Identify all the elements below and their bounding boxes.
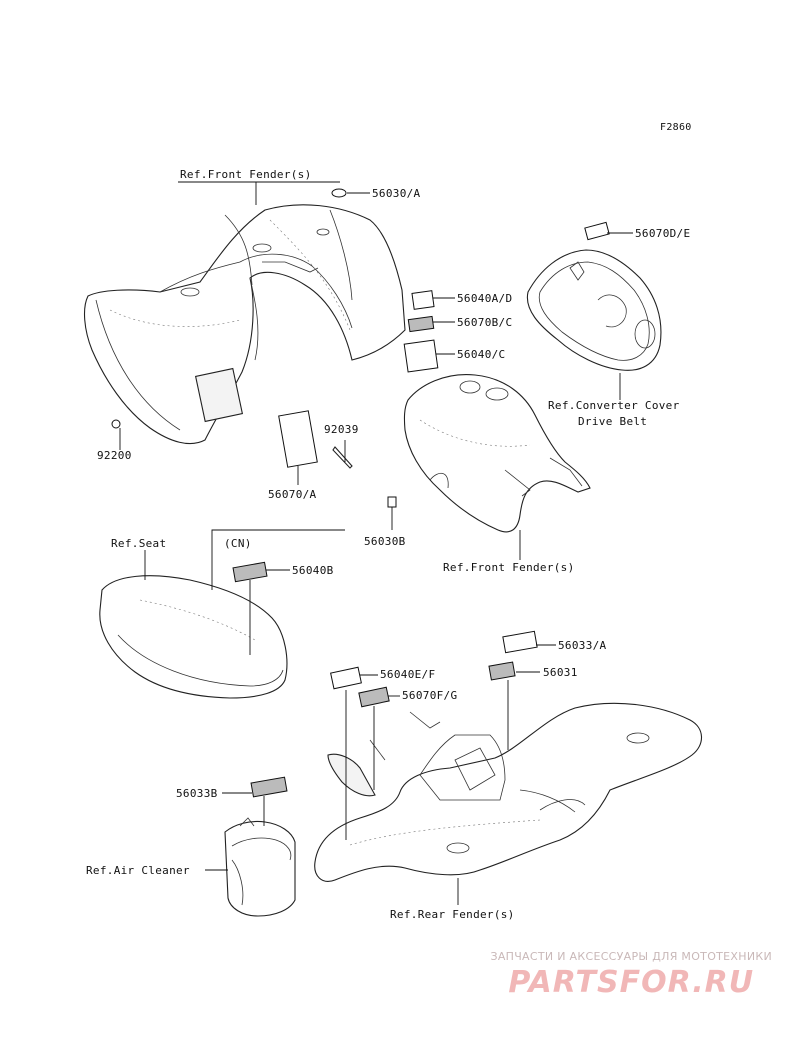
rear-fender-drawing [314,702,703,882]
leader-lines [119,181,633,905]
screw-92039 [332,446,353,469]
label-ref-front-fender-mid: Ref.Front Fender(s) [443,561,575,574]
air-cleaner-drawing [224,817,296,917]
label-56033a: 56033/A [558,639,607,652]
front-fender-mid-drawing [403,374,591,533]
decal-56070de [584,221,610,241]
seat-drawing [99,575,288,699]
watermark-brand: PARTSFOR.RU [508,965,755,1000]
decal-56033b [250,776,288,798]
label-56040ef: 56040E/F [380,668,435,681]
decal-56040ef [330,666,362,690]
label-ref-seat: Ref.Seat [111,537,166,550]
label-56040b: 56040B [292,564,334,577]
decal-56031 [488,661,516,681]
decal-56040ad [411,290,435,310]
label-56033b: 56033B [176,787,218,800]
part-labels: Ref.Front Fender(s) 56030/A 56070D/E 560… [86,168,690,921]
label-56031: 56031 [543,666,578,679]
converter-cover-drawing [526,249,662,371]
front-fender-top-drawing [83,204,406,445]
decal-56040c [403,339,439,373]
figure-code: F2860 [660,122,692,133]
label-ref-rear-fender: Ref.Rear Fender(s) [390,908,515,921]
label-56070de: 56070D/E [635,227,690,240]
label-56030b: 56030B [364,535,406,548]
label-56070a: 56070/A [268,488,317,501]
label-cn: (CN) [224,537,252,550]
grommet-56030a [331,188,347,198]
decal-56070a [278,410,318,468]
decal-56040b [232,561,268,583]
watermark: ЗАПЧАСТИ И АКСЕССУАРЫ ДЛЯ МОТОТЕХНИКИ PA… [490,950,772,1000]
label-56070bc: 56070B/C [457,316,512,329]
label-56070fg: 56070F/G [402,689,457,702]
clip-92200 [111,419,121,429]
decal-56070fg [358,686,390,708]
label-ref-converter-cover: Ref.Converter Cover [548,399,680,412]
tab-56030b [387,496,397,508]
label-56030a: 56030/A [372,187,421,200]
label-56040c: 56040/C [457,348,505,361]
label-92200: 92200 [97,449,132,462]
decal-56070bc [407,315,435,333]
label-56040ad: 56040A/D [457,292,512,305]
label-92039: 92039 [324,423,359,436]
label-ref-air-cleaner: Ref.Air Cleaner [86,864,190,877]
label-ref-front-fender-top: Ref.Front Fender(s) [180,168,312,181]
label-drive-belt: Drive Belt [578,415,647,428]
decal-56033a [502,630,538,654]
watermark-tagline: ЗАПЧАСТИ И АКСЕССУАРЫ ДЛЯ МОТОТЕХНИКИ [490,950,772,963]
